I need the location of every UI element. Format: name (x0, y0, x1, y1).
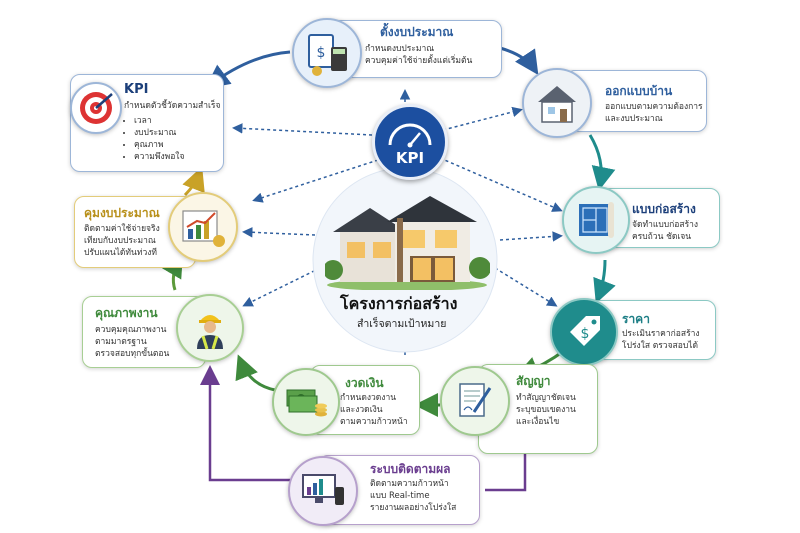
budget-plan-icon-wrap: $ (292, 18, 362, 88)
price-tag-icon: $ (570, 316, 600, 346)
contract-icon-wrap (440, 366, 510, 436)
center-subtitle: สำเร็จตามเป้าหมาย (357, 318, 447, 330)
construction-plan-title: แบบก่อสร้าง (632, 202, 696, 216)
house-design-icon-wrap (522, 68, 592, 138)
installment-title: งวดเงิน (345, 376, 384, 390)
svg-text:$: $ (317, 45, 326, 61)
contract-desc: ทำสัญญาชัดเจน ระบุขอบเขตงาน และเงื่อนไข (516, 393, 576, 427)
installment-icon-wrap (272, 368, 340, 436)
quality-icon-wrap (176, 294, 244, 362)
tracking-desc: ติดตามความก้าวหน้า แบบ Real-time รายงานผ… (370, 479, 457, 513)
budget-clipboard-icon: $ (308, 34, 347, 76)
tracking-icon-wrap (288, 456, 358, 526)
house-design-desc: ออกแบบตามความต้องการ และงบประมาณ (605, 102, 703, 124)
hub-label: KPI (395, 149, 425, 167)
speedometer-icon (388, 123, 432, 148)
price-desc: ประเมินราคาก่อสร้าง โปร่งใส ตรวจสอบได้ (622, 329, 700, 351)
house-design-title: ออกแบบบ้าน (605, 84, 673, 98)
svg-text:$: $ (581, 326, 590, 342)
kpi-bullets: เวลา งบประมาณ คุณภาพ ความพึงพอใจ (124, 115, 184, 163)
kpi-bullet: คุณภาพ (134, 139, 184, 151)
kpi-bullet: เวลา (134, 115, 184, 127)
installment-desc: กำหนดงวดงาน และงวดเงิน ตามความก้าวหน้า (340, 393, 408, 427)
contract-title: สัญญา (516, 374, 551, 388)
growth-chart-icon (182, 210, 225, 247)
kpi-hub[interactable]: KPI (372, 104, 448, 180)
budget-control-icon-wrap (168, 192, 238, 262)
tracking-title: ระบบติดตามผล (370, 462, 451, 476)
quality-desc: ควบคุมคุณภาพงาน ตามมาตรฐาน ตรวจสอบทุกขั้… (95, 325, 170, 359)
target-icon (80, 92, 113, 124)
kpi-subtitle: กำหนดตัวชี้วัดความสำเร็จ (124, 101, 221, 111)
quality-title: คุณภาพงาน (95, 306, 158, 320)
kpi-title: KPI (124, 82, 149, 97)
kpi-bullet: ความพึงพอใจ (134, 151, 184, 163)
construction-plan-desc: จัดทำแบบก่อสร้าง ครบถ้วน ชัดเจน (632, 220, 699, 242)
house-illustration (323, 190, 491, 291)
kpi-bullet: งบประมาณ (134, 127, 184, 139)
budget-control-title: คุมงบประมาณ (84, 206, 160, 220)
monitor-dashboard-icon (302, 474, 344, 505)
price-title: ราคา (622, 312, 650, 326)
budget-plan-desc: กำหนดงบประมาณ ควบคุมค่าใช้จ่ายตั้งแต่เริ… (365, 44, 473, 66)
blueprint-icon (579, 202, 614, 238)
worker-icon (197, 315, 223, 350)
contract-pen-icon (459, 383, 492, 417)
budget-plan-title: ตั้งงบประมาณ (380, 25, 454, 39)
construction-plan-icon-wrap (562, 186, 630, 254)
money-coins-icon (286, 389, 327, 417)
price-icon-wrap: $ (550, 298, 618, 366)
budget-control-desc: ติดตามค่าใช้จ่ายจริง เทียบกับงบประมาณ ปร… (84, 224, 160, 258)
center-title: โครงการก่อสร้าง (340, 294, 458, 313)
house-design-icon (538, 86, 576, 123)
kpi-icon-wrap (70, 82, 122, 134)
